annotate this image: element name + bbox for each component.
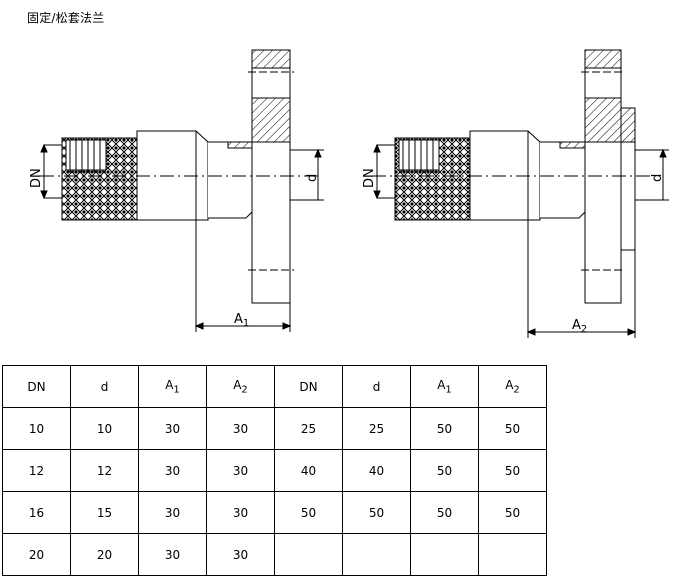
hose-core [65,139,107,171]
header-cell: A2 [478,365,547,408]
d-label-left: d [305,174,320,182]
header-cell: d [70,365,139,408]
table-row: 20 20 30 30 [2,533,547,576]
table-cell: 30 [138,407,207,450]
table-cell: 15 [70,491,139,534]
dimension-table: DN d A1 A2 DN d A1 A2 10 10 30 30 25 25 … [2,365,547,576]
flange-hatch-top [251,49,291,69]
hose-corrugation [399,140,439,173]
stub-collar-hatch [620,107,636,143]
table-header-row: DN d A1 A2 DN d A1 A2 [2,365,547,408]
header-cell: A1 [410,365,479,408]
table-cell: 50 [342,491,411,534]
table-cell: 50 [410,407,479,450]
table-cell: 30 [138,533,207,576]
table-cell: 50 [410,491,479,534]
table-cell: 30 [206,533,275,576]
flange-drawing: DN d A1 [29,49,669,338]
table-cell: 20 [2,533,71,576]
table-cell: 12 [70,449,139,492]
table-cell: 25 [274,407,343,450]
table-cell: 50 [478,407,547,450]
a1-label: A1 [234,312,249,329]
pipe-stub [208,141,253,219]
table-cell [274,533,343,576]
table-cell: 12 [2,449,71,492]
table-cell: 30 [206,449,275,492]
table-cell: 30 [138,449,207,492]
hose-corrugation [66,140,106,173]
table-cell: 20 [70,533,139,576]
table-cell [342,533,411,576]
table-cell: 50 [410,449,479,492]
header-cell: d [342,365,411,408]
table-row: 10 10 30 30 25 25 50 50 [2,407,547,450]
table-cell: 40 [274,449,343,492]
header-cell: DN [274,365,343,408]
d-label-right: d [650,174,665,182]
table-cell: 10 [70,407,139,450]
table-cell: 25 [342,407,411,450]
header-cell: A1 [138,365,207,408]
flange-hatch-mid [584,97,622,143]
header-cell: A2 [206,365,275,408]
header-cell: DN [2,365,71,408]
flange-hatch-top [584,49,622,69]
table-cell: 16 [2,491,71,534]
table-cell: 50 [478,449,547,492]
table-cell: 30 [138,491,207,534]
dn-label-left: DN [29,168,44,188]
pipe-stub [540,141,586,219]
table-cell [410,533,479,576]
dn-label-right: DN [362,168,377,188]
flange-hatch-mid [251,97,291,143]
table-cell: 30 [206,491,275,534]
hose-core [398,139,440,171]
page-title: 固定/松套法兰 [27,11,105,25]
table-cell [478,533,547,576]
a2-label: A2 [572,318,587,335]
table-row: 16 15 30 30 50 50 50 50 [2,491,547,534]
table-cell: 50 [478,491,547,534]
table-cell: 10 [2,407,71,450]
table-row: 12 12 30 30 40 40 50 50 [2,449,547,492]
loose-flange-figure [372,49,669,338]
table-cell: 50 [274,491,343,534]
fixed-flange-figure [40,49,324,332]
table-cell: 40 [342,449,411,492]
table-cell: 30 [206,407,275,450]
